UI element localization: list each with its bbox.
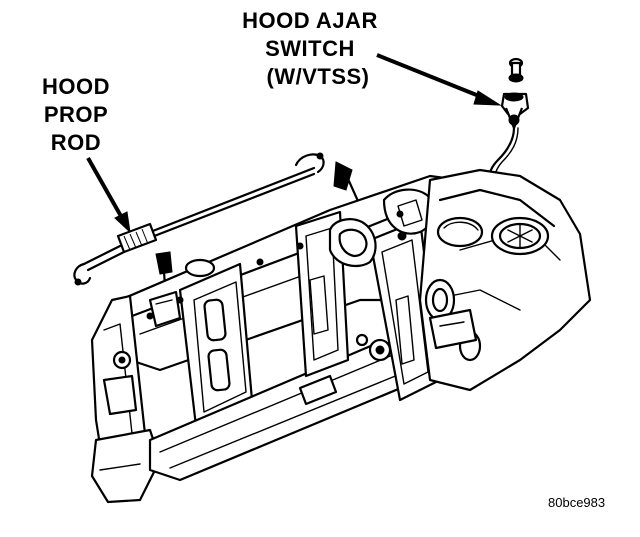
hood-ajar-switch-label: HOOD AJAR SWITCH (W/VTSS) — [242, 8, 378, 89]
hood-prop-leader-arrow — [86, 157, 131, 234]
hood-prop-label-line1: HOOD — [42, 74, 110, 99]
hood-prop-rod-label: HOOD PROP ROD — [42, 74, 110, 155]
hood-ajar-label-line3: (W/VTSS) — [267, 64, 370, 89]
hood-ajar-leader-arrow — [376, 53, 502, 106]
figure-code: 80bce983 — [548, 495, 605, 510]
hood-prop-label-line3: ROD — [51, 130, 101, 155]
radiator-support-frame — [90, 168, 592, 504]
hood-ajar-label-line1: HOOD AJAR — [242, 8, 378, 33]
hood-prop-label-line2: PROP — [44, 102, 108, 127]
hood-ajar-label-line2: SWITCH — [265, 36, 355, 61]
